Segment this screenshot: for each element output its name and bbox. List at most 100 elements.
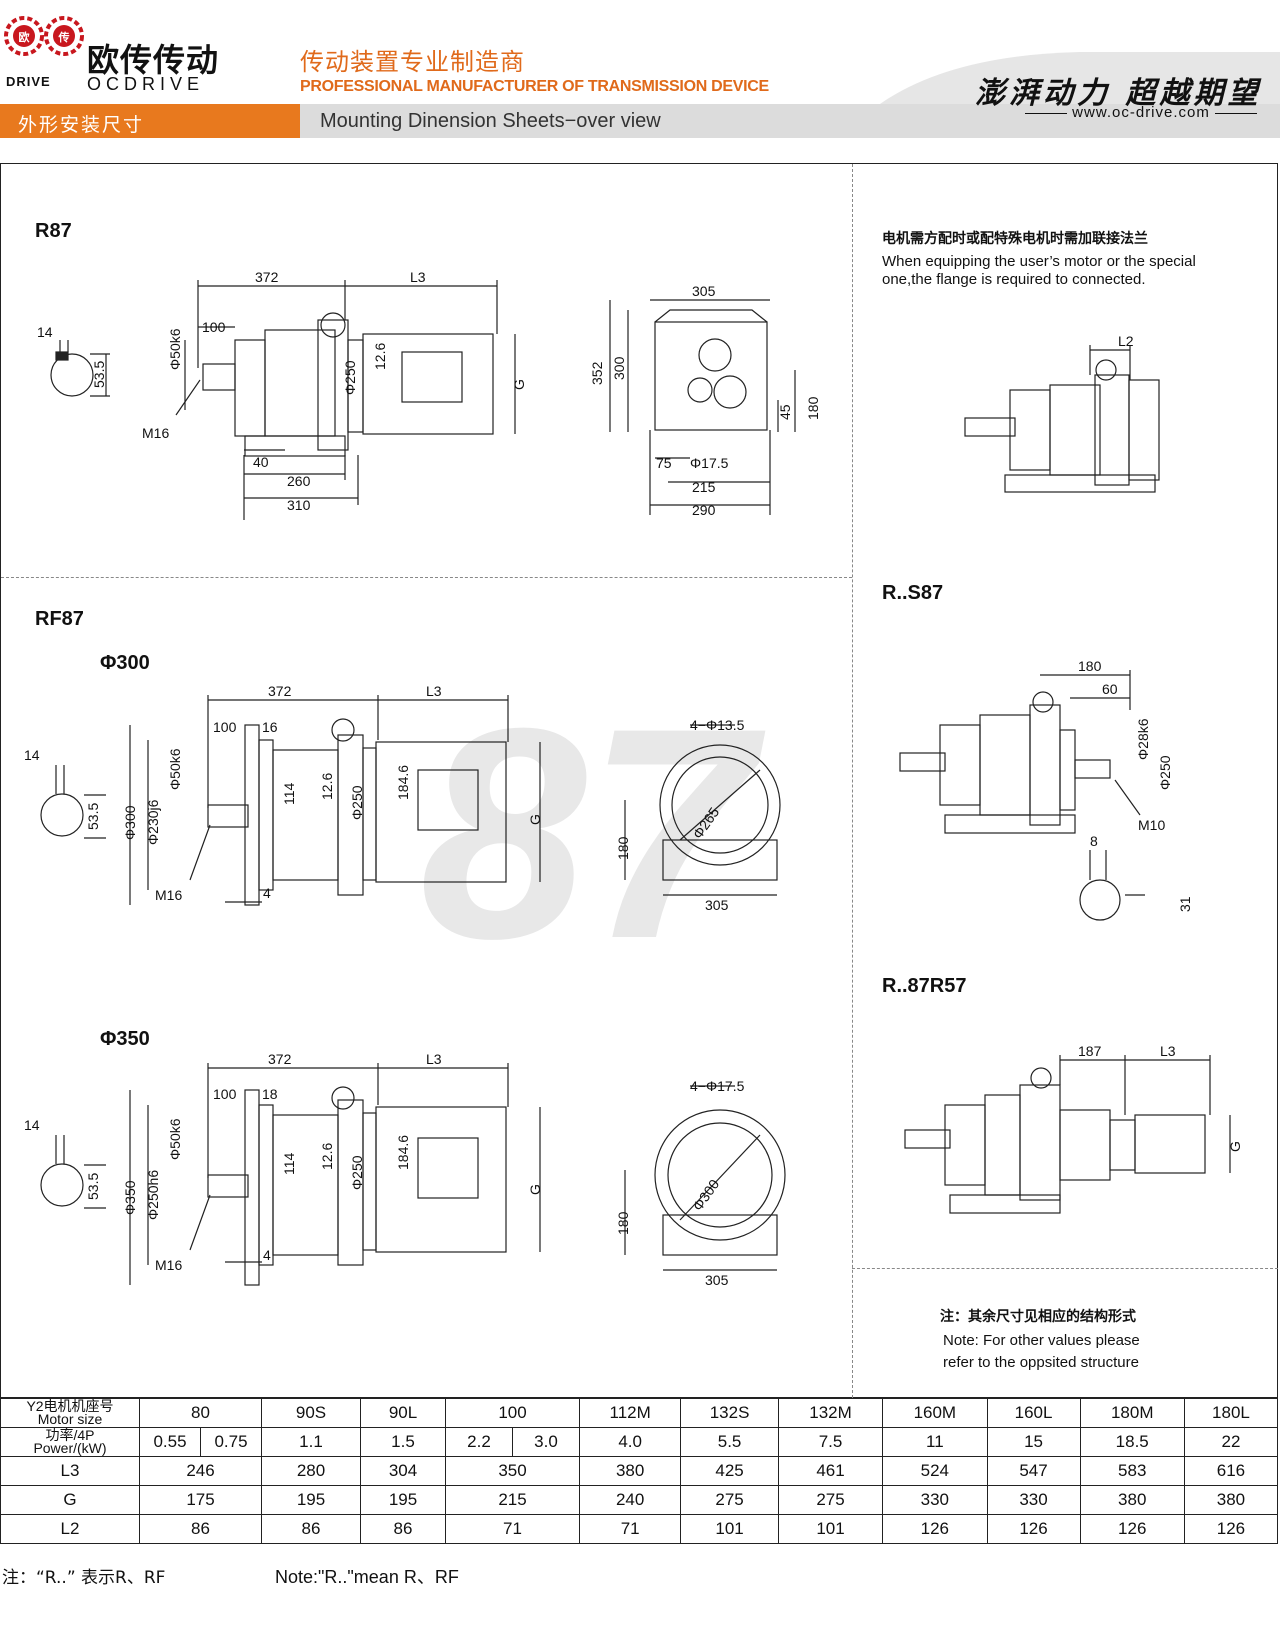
r87-side-45: 45 <box>777 404 793 420</box>
rf300-side-305: 305 <box>705 897 729 913</box>
rf300-side-180: 180 <box>615 836 631 860</box>
r87-dim-12-6: 12.6 <box>372 343 388 370</box>
table-power-cell: 1.1 <box>261 1427 361 1457</box>
rf300-dim-l3: L3 <box>426 683 442 699</box>
table-power-cell: 7.5 <box>777 1427 884 1457</box>
rf350-dim-114: 114 <box>281 1152 297 1175</box>
r87-dim-m16: M16 <box>142 425 169 441</box>
table-row-l3: L3 246 280 304 350 380 425 461 524 547 5… <box>0 1456 1279 1486</box>
rf300-dim-g: G <box>527 814 543 825</box>
rs87-dim-phi250: Φ250 <box>1157 755 1173 790</box>
other-note-cn: 注：其余尺寸见相应的结构形式 <box>940 1309 1136 1325</box>
rf350-dim-phi250: Φ250 <box>349 1155 365 1190</box>
rf300-dim-phi50k6: Φ50k6 <box>167 748 183 790</box>
table-power-cell: 2.2 <box>445 1427 513 1457</box>
table-cell: 380 <box>578 1456 682 1486</box>
table-cell: 275 <box>680 1485 779 1515</box>
table-row-label: L3 <box>0 1456 140 1486</box>
r87-dim-260: 260 <box>287 473 311 489</box>
table-cell: 195 <box>261 1485 361 1515</box>
rs87-dim-phi28k6: Φ28k6 <box>1135 718 1151 760</box>
rs87-drawing: 180 60 M10 8 Φ28k6 Φ250 31 <box>899 658 1193 921</box>
rf87-phi300-drawing: 372 L3 100 16 14 M16 4 53.5 Φ300 Φ230j6 … <box>24 683 781 913</box>
slogan: 澎湃动力 超越期望 <box>975 76 1262 111</box>
r87-side-300: 300 <box>611 356 627 380</box>
table-cell: 126 <box>882 1514 988 1544</box>
rf350-side-180: 180 <box>615 1211 631 1235</box>
rf350-dim-m16: M16 <box>155 1257 182 1273</box>
rs87-dim-31: 31 <box>1177 896 1193 912</box>
rs87-dim-8: 8 <box>1090 833 1098 849</box>
rf87-label: RF87 <box>35 608 84 630</box>
table-cell: 350 <box>445 1456 580 1486</box>
section-bar-cn: 外形安装尺寸 <box>0 104 300 138</box>
table-cell: 616 <box>1183 1456 1279 1486</box>
rf300-dim-12-6: 12.6 <box>319 773 335 800</box>
rf350-dim-184-6: 184.6 <box>395 1135 411 1170</box>
rf350-side-305: 305 <box>705 1272 729 1288</box>
drawing-frame <box>0 163 1278 1398</box>
r87-side-215: 215 <box>692 479 716 495</box>
r87-side-352: 352 <box>589 361 605 385</box>
r87-label: R87 <box>35 220 72 242</box>
r87r57-dim-187: 187 <box>1078 1043 1102 1059</box>
rf300-dim-14: 14 <box>24 747 40 763</box>
r87-side-75: 75 <box>656 455 672 471</box>
table-size-cell: 100 <box>445 1398 580 1428</box>
brand-name-cn: 欧传传动 <box>87 42 220 78</box>
r87-side-180: 180 <box>805 396 821 420</box>
table-power-cell: 5.5 <box>680 1427 779 1457</box>
table-power-cell: 0.55 <box>139 1427 201 1457</box>
table-cell: 461 <box>777 1456 884 1486</box>
table-power-cell: 1.5 <box>360 1427 446 1457</box>
rf300-dim-phi250: Φ250 <box>349 785 365 820</box>
table-cell: 175 <box>139 1485 262 1515</box>
table-size-cell: 132S <box>680 1398 779 1428</box>
table-power-cell: 18.5 <box>1079 1427 1185 1457</box>
table-cell: 547 <box>986 1456 1081 1486</box>
table-cell: 86 <box>360 1514 446 1544</box>
divider-left <box>1 577 852 578</box>
rf350-dim-l3: L3 <box>426 1051 442 1067</box>
rs87-dim-180: 180 <box>1078 658 1102 674</box>
table-size-cell: 180L <box>1183 1398 1279 1428</box>
table-cell: 425 <box>680 1456 779 1486</box>
table-size-cell: 160L <box>986 1398 1081 1428</box>
rf350-dim-53-5: 53.5 <box>85 1173 101 1200</box>
r87r57-dim-g: G <box>1227 1141 1243 1152</box>
r87-drawing: 372 L3 14 100 M16 40 260 310 Φ50k6 53.5 … <box>37 269 821 520</box>
brand-drive: DRIVE <box>6 74 51 89</box>
table-cell: 86 <box>139 1514 262 1544</box>
r87-side-305: 305 <box>692 283 716 299</box>
rf350-dim-100: 100 <box>213 1086 237 1102</box>
r87-side-290: 290 <box>692 502 716 518</box>
table-row-label: L2 <box>0 1514 140 1544</box>
r87-dim-l3: L3 <box>410 269 426 285</box>
rs87-dim-m10: M10 <box>1138 817 1165 833</box>
flange-note-en-1: When equipping the user’s motor or the s… <box>882 253 1196 270</box>
rf300-dim-16: 16 <box>262 719 278 735</box>
footer-note-cn: 注：“R..” 表示R、RF <box>2 1568 166 1588</box>
rf300-dim-phi230j6: Φ230j6 <box>145 799 161 845</box>
table-size-cell: 132M <box>777 1398 884 1428</box>
table-cell: 215 <box>445 1485 580 1515</box>
svg-text:传: 传 <box>58 30 70 44</box>
rf350-dim-14: 14 <box>24 1117 40 1133</box>
table-cell: 101 <box>777 1514 884 1544</box>
rf300-dim-372: 372 <box>268 683 292 699</box>
r87-dim-14: 14 <box>37 324 53 340</box>
rf300-dim-184-6: 184.6 <box>395 765 411 800</box>
r87r57-drawing: 187 L3 G <box>904 1043 1243 1214</box>
r87-dim-40: 40 <box>253 454 269 470</box>
table-power-cell: 22 <box>1183 1427 1279 1457</box>
r87-side-phi17-5: Φ17.5 <box>690 455 729 471</box>
r87-dim-g: G <box>511 379 527 390</box>
rf350-dim-12-6: 12.6 <box>319 1143 335 1170</box>
rf300-dim-phi300: Φ300 <box>122 805 138 840</box>
rf300-dim-m16: M16 <box>155 887 182 903</box>
